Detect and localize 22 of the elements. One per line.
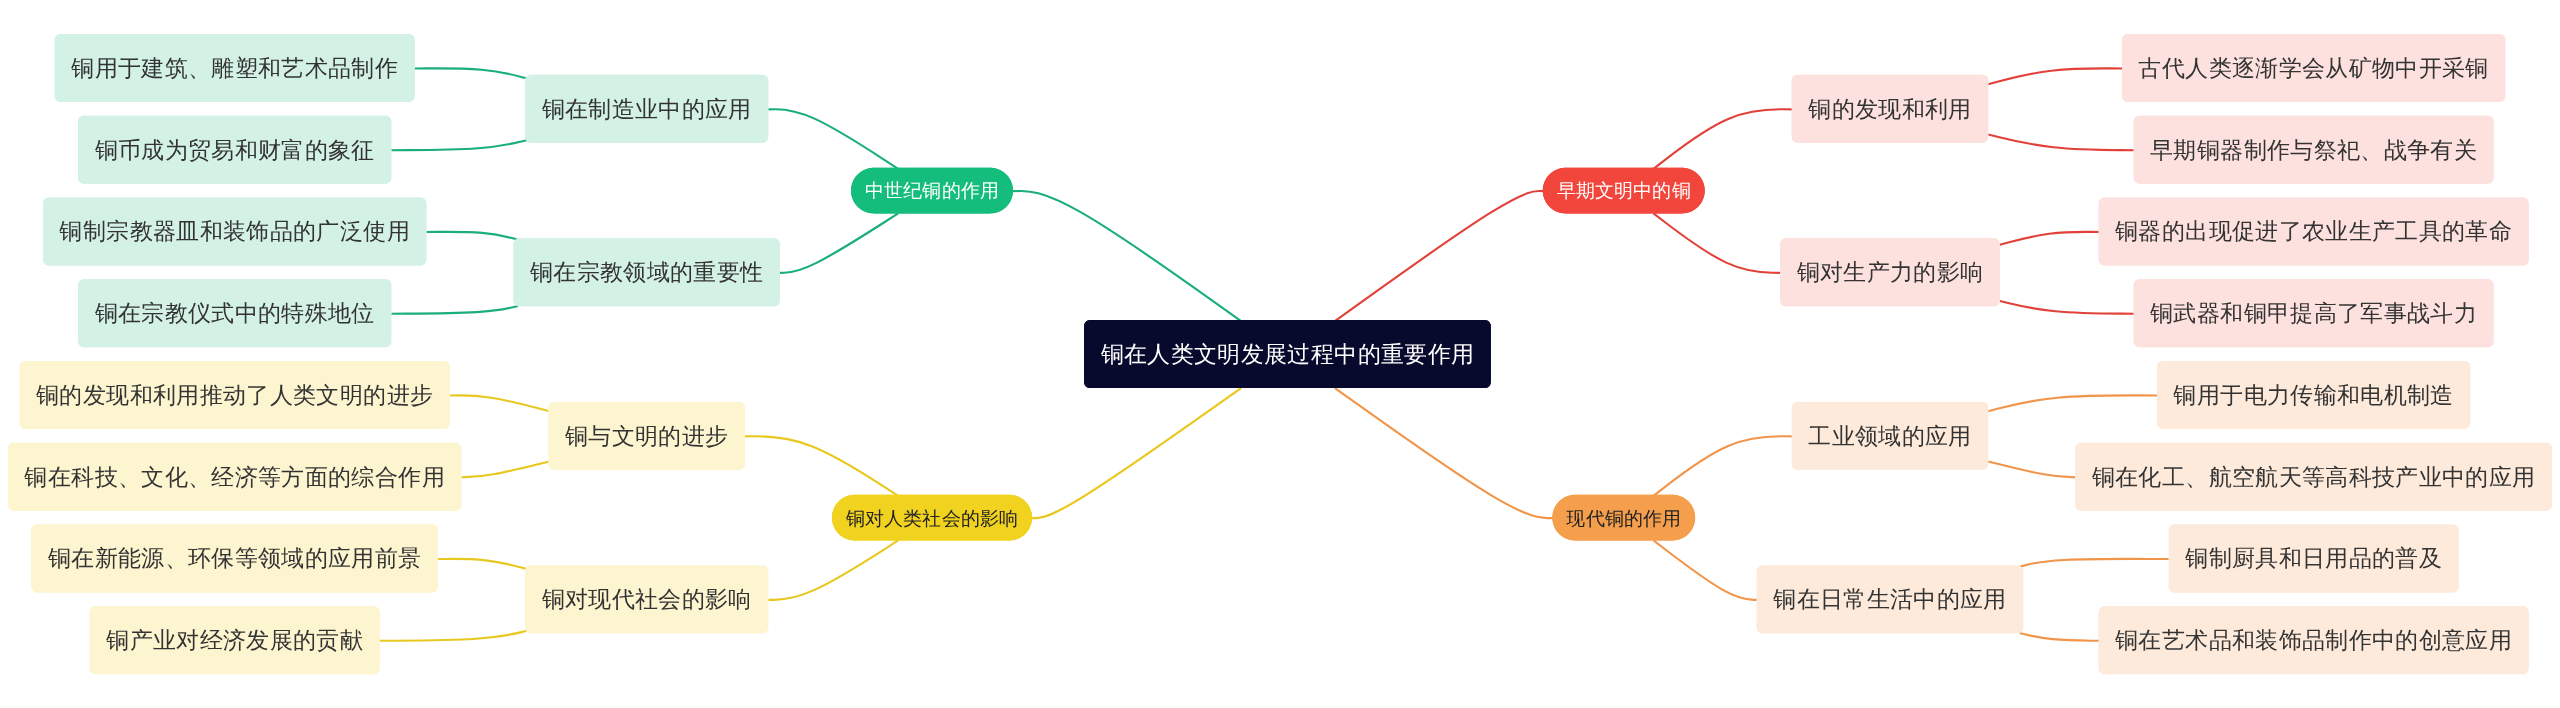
connector: [379, 629, 528, 642]
connector: [779, 212, 899, 274]
connector: [1012, 189, 1242, 322]
connector: [2019, 631, 2100, 642]
connector: [1652, 435, 1793, 497]
connector: [1987, 133, 2135, 152]
connector: [438, 557, 528, 570]
connector: [1334, 387, 1554, 520]
connector: [414, 67, 528, 80]
connector: [1999, 230, 2100, 246]
connector: [1999, 299, 2135, 315]
connector: [391, 139, 528, 152]
connector: [2019, 557, 2170, 568]
connector: [1032, 387, 1242, 520]
connector: [768, 539, 899, 601]
connector: [1652, 539, 1758, 601]
connector: [391, 304, 519, 315]
connector: [744, 435, 899, 497]
connector: [1652, 108, 1793, 170]
connector: [768, 108, 899, 170]
connector: [1334, 189, 1544, 322]
connector: [426, 230, 519, 241]
